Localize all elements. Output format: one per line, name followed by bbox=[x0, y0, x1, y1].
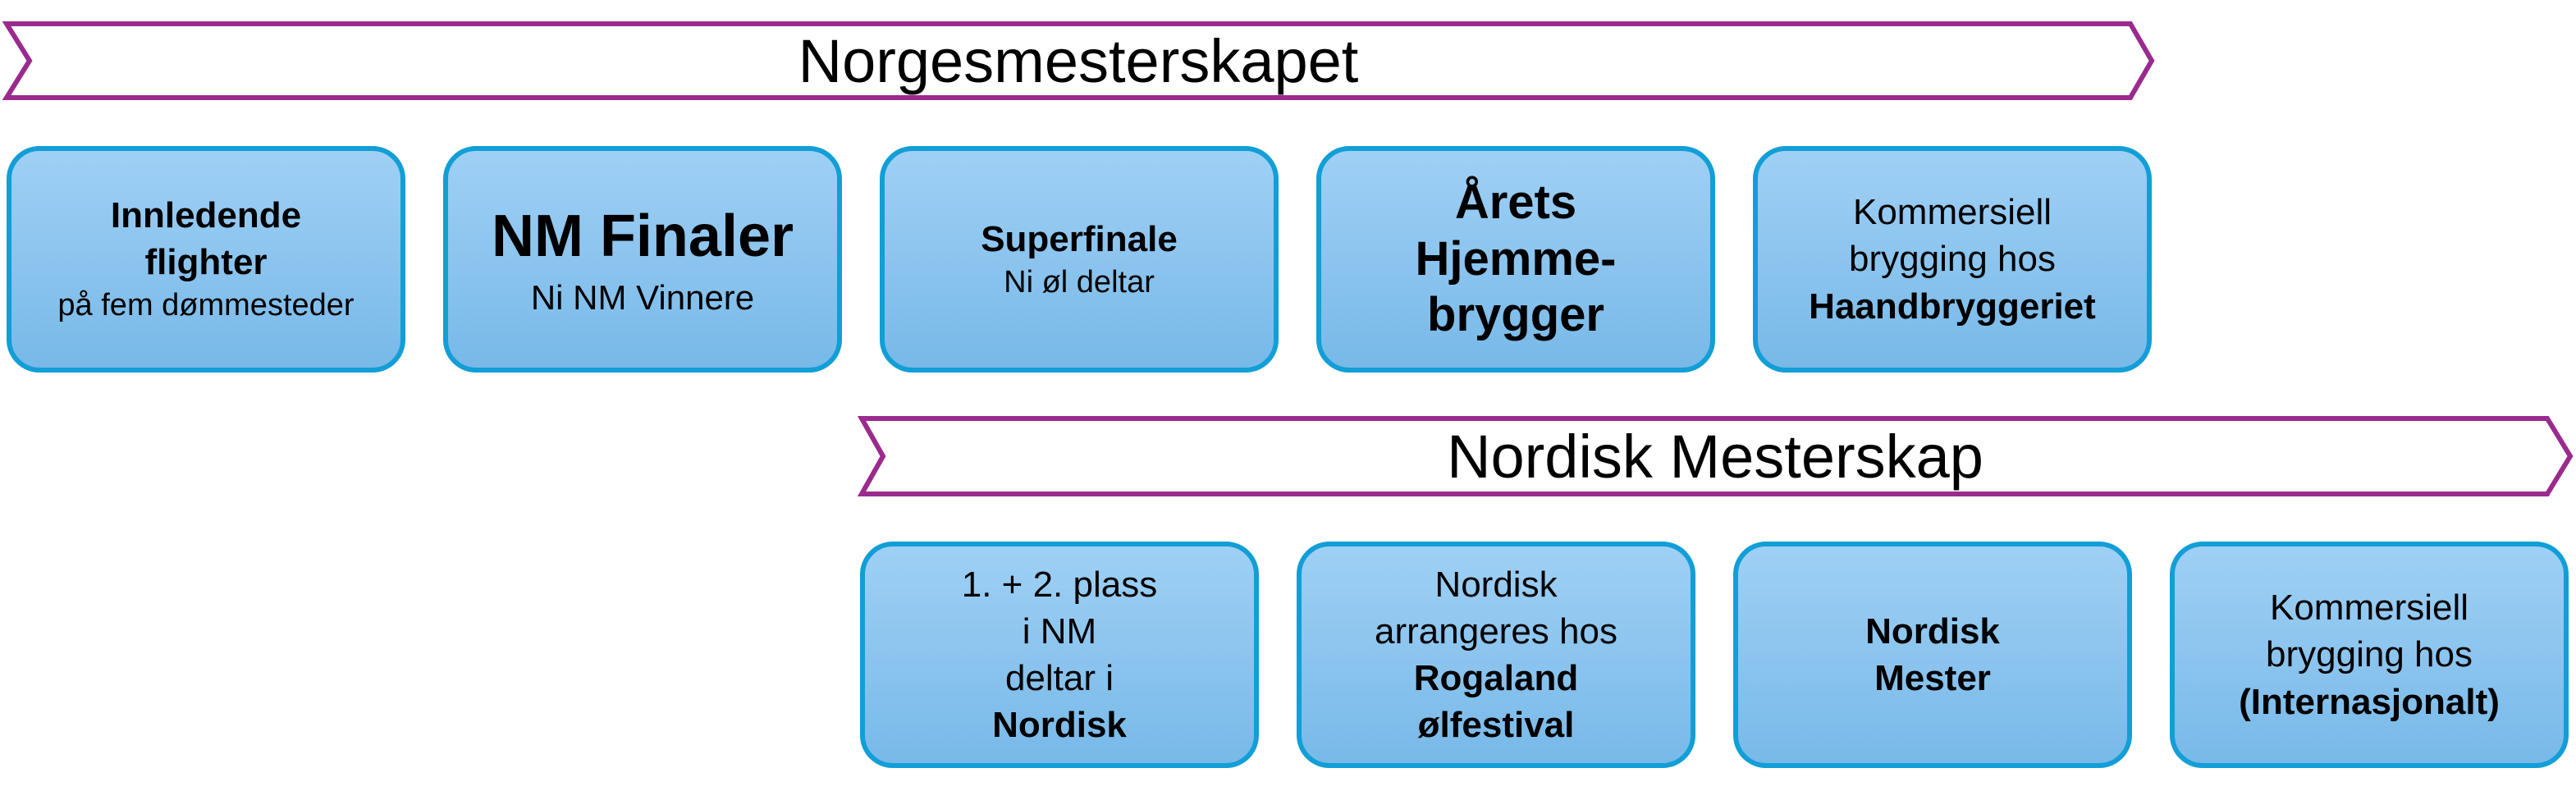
box-rogaland-olfestival: Nordisk arrangeres hos Rogaland ølfestiv… bbox=[1297, 542, 1695, 768]
norgesmesterskapet-label: Norgesmesterskapet bbox=[798, 27, 1359, 95]
box-title: Nordisk bbox=[1865, 610, 2000, 652]
box-text: deltar i bbox=[1004, 658, 1114, 698]
box-title: Mester bbox=[1874, 658, 1991, 698]
box-subtitle: Ni NM Vinnere bbox=[530, 277, 755, 317]
nordisk-mesterskap-label: Nordisk Mesterskap bbox=[1447, 423, 1983, 491]
box-title: Hjemme- bbox=[1415, 231, 1617, 286]
box-nordisk-mester: Nordisk Mester bbox=[1733, 542, 2132, 768]
box-subtitle: på fem dømmesteder bbox=[57, 288, 355, 323]
box-title: Haandbryggeriet bbox=[1809, 286, 2096, 327]
box-arets-hjemmebrygger: Årets Hjemme- brygger bbox=[1316, 146, 1715, 373]
box-text: Kommersiell bbox=[2269, 588, 2469, 629]
box-title: Nordisk bbox=[992, 705, 1127, 746]
nordisk-mesterskap-arrow bbox=[857, 416, 2574, 496]
box-text: brygging hos bbox=[1849, 239, 2056, 280]
box-title: Innledende bbox=[110, 195, 302, 236]
box-title: (Internasjonalt) bbox=[2239, 681, 2500, 722]
box-text: arrangeres hos bbox=[1375, 610, 1617, 652]
box-text: brygging hos bbox=[2266, 634, 2473, 675]
box-innledende-flighter: Innledende flighter på fem dømmesteder bbox=[7, 146, 405, 373]
box-title: Rogaland bbox=[1413, 658, 1579, 698]
box-title: flighter bbox=[144, 242, 268, 283]
box-nm-plass-nordisk: 1. + 2. plass i NM deltar i Nordisk bbox=[860, 542, 1259, 768]
box-superfinale: Superfinale Ni øl deltar bbox=[880, 146, 1279, 373]
box-title: NM Finaler bbox=[491, 203, 794, 269]
box-title: brygger bbox=[1427, 288, 1604, 342]
box-title: Årets bbox=[1454, 176, 1577, 230]
box-subtitle: Ni øl deltar bbox=[1004, 264, 1155, 299]
box-kommersiell-haandbryggeriet: Kommersiell brygging hos Haandbryggeriet bbox=[1753, 146, 2152, 373]
box-text: i NM bbox=[1022, 610, 1097, 652]
box-title: Superfinale bbox=[981, 218, 1178, 259]
box-text: 1. + 2. plass bbox=[961, 564, 1158, 605]
box-title: ølfestival bbox=[1417, 705, 1575, 746]
box-text: Nordisk bbox=[1434, 564, 1558, 605]
norgesmesterskapet-arrow bbox=[2, 21, 2155, 100]
box-nm-finaler: NM Finaler Ni NM Vinnere bbox=[443, 146, 842, 373]
box-kommersiell-internasjonalt: Kommersiell brygging hos (Internasjonalt… bbox=[2170, 542, 2569, 768]
box-text: Kommersiell bbox=[1852, 192, 2052, 233]
